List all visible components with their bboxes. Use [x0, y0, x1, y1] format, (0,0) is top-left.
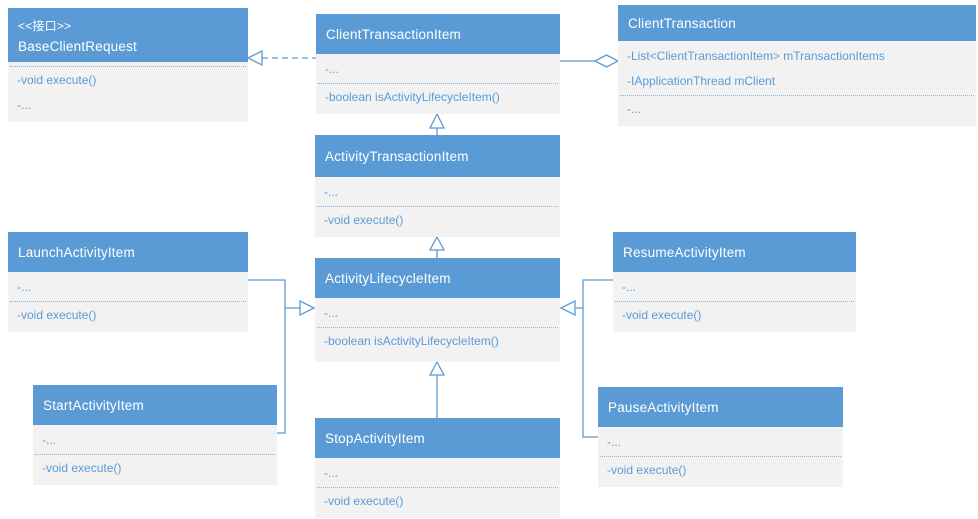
realization-arrow-icon	[246, 49, 316, 67]
method-row: -void execute()	[607, 463, 687, 477]
compartment-divider	[317, 487, 558, 488]
method-row: -void execute()	[324, 213, 404, 227]
class-client-transaction: ClientTransaction -List<ClientTransactio…	[618, 5, 976, 126]
method-row: -void execute()	[324, 494, 404, 508]
class-body: -... -void execute()	[315, 458, 560, 518]
compartment-divider	[10, 66, 246, 67]
attribute-row: -IApplicationThread mClient	[627, 74, 776, 88]
generalization-arrow-icon	[428, 112, 446, 135]
compartment-divider	[35, 454, 275, 455]
class-body: -... -void execute()	[598, 427, 843, 487]
class-stop-activity-item: StopActivityItem -... -void execute()	[315, 418, 560, 518]
class-body: -List<ClientTransactionItem> mTransactio…	[618, 41, 976, 126]
class-activity-lifecycle-item: ActivityLifecycleItem -... -boolean isAc…	[315, 258, 560, 362]
compartment-divider	[10, 301, 246, 302]
compartment-divider	[620, 95, 974, 96]
attribute-row: -...	[622, 280, 636, 294]
compartment-divider	[318, 83, 558, 84]
class-start-activity-item: StartActivityItem -... -void execute()	[33, 385, 277, 485]
compartment-divider	[615, 301, 854, 302]
method-row: -void execute()	[17, 308, 97, 322]
class-body: -... -void execute()	[8, 272, 248, 332]
method-row: -boolean isActivityLifecycleItem()	[324, 334, 499, 348]
class-header: ActivityLifecycleItem	[315, 258, 560, 298]
class-header: <<接口>> BaseClientRequest	[8, 8, 248, 62]
class-name: ActivityLifecycleItem	[325, 270, 451, 286]
aggregation-diamond-icon	[560, 54, 620, 68]
class-name: ClientTransaction	[628, 15, 736, 31]
attribute-row: -...	[324, 466, 338, 480]
class-launch-activity-item: LaunchActivityItem -... -void execute()	[8, 232, 248, 332]
class-client-transaction-item: ClientTransactionItem -... -boolean isAc…	[316, 14, 560, 114]
compartment-divider	[317, 327, 558, 328]
compartment-divider	[317, 206, 558, 207]
attribute-row: -...	[324, 306, 338, 320]
generalization-arrow-icon	[428, 360, 446, 418]
class-pause-activity-item: PauseActivityItem -... -void execute()	[598, 387, 843, 487]
class-name: StartActivityItem	[43, 397, 144, 413]
compartment-divider	[600, 456, 841, 457]
class-header: StopActivityItem	[315, 418, 560, 458]
attribute-row: -...	[17, 280, 31, 294]
class-activity-transaction-item: ActivityTransactionItem -... -void execu…	[315, 135, 560, 237]
class-header: PauseActivityItem	[598, 387, 843, 427]
method-row: -boolean isActivityLifecycleItem()	[325, 90, 500, 104]
attribute-row: -...	[607, 435, 621, 449]
class-name: ActivityTransactionItem	[325, 148, 469, 164]
class-body: -... -void execute()	[315, 177, 560, 237]
class-header: ClientTransactionItem	[316, 14, 560, 54]
class-name: BaseClientRequest	[18, 38, 137, 54]
class-body: -void execute() -...	[8, 62, 248, 122]
class-name: ResumeActivityItem	[623, 244, 746, 260]
method-row: -void execute()	[42, 461, 122, 475]
class-body: -... -boolean isActivityLifecycleItem()	[316, 54, 560, 114]
class-base-client-request: <<接口>> BaseClientRequest -void execute()…	[8, 8, 248, 122]
class-name: PauseActivityItem	[608, 399, 719, 415]
attribute-row: -...	[42, 433, 56, 447]
class-header: ActivityTransactionItem	[315, 135, 560, 177]
attribute-row: -List<ClientTransactionItem> mTransactio…	[627, 49, 885, 63]
method-row: -...	[17, 98, 31, 112]
class-stereotype: <<接口>>	[18, 18, 72, 33]
class-header: ClientTransaction	[618, 5, 976, 41]
class-name: ClientTransactionItem	[326, 26, 462, 42]
attribute-row: -...	[325, 62, 339, 76]
class-body: -... -void execute()	[33, 425, 277, 485]
method-row: -...	[627, 102, 641, 116]
generalization-arrow-icon	[428, 235, 446, 258]
class-body: -... -void execute()	[613, 272, 856, 332]
attribute-row: -...	[324, 185, 338, 199]
class-resume-activity-item: ResumeActivityItem -... -void execute()	[613, 232, 856, 332]
method-row: -void execute()	[17, 73, 97, 87]
class-name: StopActivityItem	[325, 430, 425, 446]
class-header: LaunchActivityItem	[8, 232, 248, 272]
class-body: -... -boolean isActivityLifecycleItem()	[315, 298, 560, 362]
class-name: LaunchActivityItem	[18, 244, 135, 260]
class-header: StartActivityItem	[33, 385, 277, 425]
method-row: -void execute()	[622, 308, 702, 322]
class-header: ResumeActivityItem	[613, 232, 856, 272]
